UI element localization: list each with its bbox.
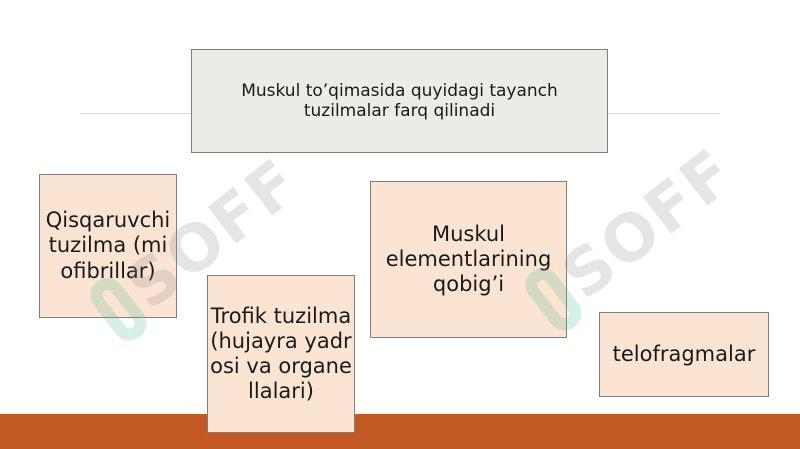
diagram-title: Muskul to’qimasida quyidagi tayanch tuzi… <box>241 80 558 121</box>
node-telophragms: telofragmalar <box>599 312 769 397</box>
connector-line-left <box>80 113 191 114</box>
node-trophic-structure: Trofik tuzilma (hujayra yadrosi va organ… <box>207 275 355 433</box>
node-label: Qisqaruvchi tuzilma (miofibrillar) <box>45 208 171 283</box>
node-label: Trofik tuzilma (hujayra yadrosi va organ… <box>210 303 352 404</box>
connector-line-right <box>608 113 720 114</box>
node-contractile-structure: Qisqaruvchi tuzilma (miofibrillar) <box>39 174 177 318</box>
footer-band <box>0 414 800 449</box>
node-muscle-sheath: Muskul elementlarining qobig’i <box>370 181 567 338</box>
node-label: Muskul elementlarining qobig’i <box>385 221 552 297</box>
node-label: telofragmalar <box>612 341 756 366</box>
diagram-title-box: Muskul to’qimasida quyidagi tayanch tuzi… <box>191 49 608 153</box>
watermark-text: SOFF <box>548 135 749 315</box>
